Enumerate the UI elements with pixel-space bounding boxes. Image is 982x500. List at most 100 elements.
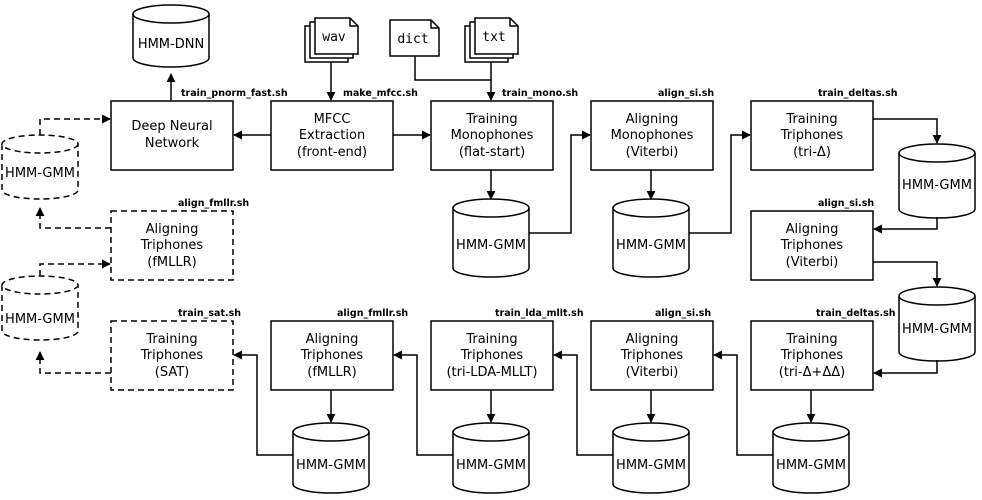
hmm-gmm-cylinder-tri-delta [898, 143, 976, 219]
tri-delta-line-1: Training [785, 112, 837, 127]
align-tri1-line-2: Triphones [780, 238, 844, 253]
dashed-connector-arrows [35, 114, 111, 374]
tri-delta-script-label: train_deltas.sh [818, 88, 898, 99]
align-tri2-line-3: (Viterbi) [626, 365, 679, 380]
align-fmllr-a-line-2: Triphones [140, 238, 204, 253]
dict-label: dict [397, 32, 428, 47]
hmm-gmm-cylinder-mono [452, 198, 530, 278]
align-tri1-box [750, 210, 874, 281]
align-fmllr-b-script-label: align_fmllr.sh [337, 308, 408, 319]
hmm-gmm-label: HMM-GMM [456, 238, 526, 253]
dnn-script-label: train_pnorm_fast.sh [181, 88, 288, 99]
sat-line-2: Triphones [140, 348, 204, 363]
align-fmllr-b-line-2: Triphones [300, 348, 364, 363]
align-tri1-script-label: align_si.sh [818, 198, 874, 209]
align-tri1-line-3: (Viterbi) [786, 255, 839, 270]
align-fmllr-b-line-3: (fMLLR) [307, 365, 356, 380]
hmm-gmm-label: HMM-GMM [902, 178, 972, 193]
sat-line-3: (SAT) [155, 365, 189, 380]
hmm-gmm-label: HMM-GMM [456, 458, 526, 473]
align-fmllr-a-script-label: align_fmllr.sh [178, 198, 249, 209]
dnn-line-2: Network [145, 136, 200, 151]
tri-delta-box [750, 100, 874, 171]
hmm-gmm-label: HMM-GMM [296, 458, 366, 473]
tri-dd-line-3: (tri-Δ+ΔΔ) [779, 365, 845, 380]
gmm-to-align-tri1-arrow [873, 217, 938, 234]
gmm-to-dnn-dashed-arrow [39, 114, 111, 135]
align-fmllr-a-line-3: (fMLLR) [147, 255, 196, 270]
wav-document-icon [304, 17, 359, 63]
mono-script-label: train_mono.sh [502, 88, 578, 99]
align-mono-script-label: align_si.sh [658, 88, 714, 99]
tri-delta-line-2: Triphones [780, 128, 844, 143]
gmm-to-tri-dd-arrow [873, 360, 938, 378]
dict-connector [414, 56, 491, 81]
mono-box [430, 100, 554, 171]
wav-label: wav [322, 30, 346, 45]
gmm-to-align-mono-arrow [529, 130, 591, 234]
align-fmllr-a-box [110, 210, 234, 281]
gmm-to-align-fmllr-a-dashed-arrow [39, 259, 111, 276]
txt-label: txt [482, 30, 505, 45]
hmm-gmm-cylinder-align-tri2 [612, 422, 690, 494]
dnn-line-1: Deep Neural [131, 119, 212, 134]
sat-box [110, 320, 234, 391]
align-tri2-box [590, 320, 714, 391]
hmm-gmm-cylinder-tri-dd [772, 422, 850, 494]
align-tri1-line-1: Aligning [786, 222, 839, 237]
mfcc-line-1: MFCC [314, 112, 351, 127]
sat-line-1: Training [145, 332, 197, 347]
gmm-to-align-fmllr-b-arrow [393, 350, 453, 456]
lda-line-2: Triphones [460, 348, 524, 363]
sat-script-label: train_sat.sh [178, 308, 241, 319]
txt-document-icon [464, 17, 519, 63]
hmm-gmm-cylinder-dashed-1 [1, 134, 79, 200]
hmm-gmm-label: HMM-GMM [902, 322, 972, 337]
tri-dd-line-2: Triphones [780, 348, 844, 363]
hmm-gmm-label: HMM-GMM [5, 166, 75, 181]
tri-delta-to-gmm-arrow [873, 118, 942, 144]
align-fmllr-b-box [270, 320, 394, 391]
hmm-gmm-cylinder-align-tri1 [898, 286, 976, 362]
hmm-gmm-label: HMM-GMM [776, 458, 846, 473]
align-fmllr-b-line-1: Aligning [306, 332, 359, 347]
align-fmllr-a-to-gmm-dashed-arrow [35, 207, 111, 229]
hmm-gmm-label: HMM-GMM [616, 458, 686, 473]
connector-arrows [166, 56, 942, 456]
mono-line-3: (flat-start) [459, 145, 525, 160]
align-mono-box [590, 100, 714, 171]
gmm-to-align-tri2-arrow [713, 350, 773, 456]
mfcc-line-3: (front-end) [297, 145, 367, 160]
hmm-dnn-cylinder [132, 4, 210, 68]
hmm-gmm-cylinder-align-fmllr [292, 422, 370, 494]
align-mono-line-1: Aligning [626, 112, 679, 127]
mono-line-1: Training [465, 112, 517, 127]
hmm-gmm-label: HMM-GMM [5, 312, 75, 327]
mfcc-box [270, 100, 394, 171]
align-tri1-to-gmm-arrow [873, 261, 942, 287]
dnn-box [110, 100, 234, 171]
lda-line-3: (tri-LDA-MLLT) [446, 365, 537, 380]
align-mono-line-3: (Viterbi) [626, 145, 679, 160]
dict-document-icon [389, 19, 440, 57]
hmm-gmm-cylinder-dashed-2 [1, 275, 79, 341]
mfcc-script-label: make_mfcc.sh [343, 88, 418, 99]
tri-dd-box [750, 320, 874, 391]
gmm-to-lda-arrow [553, 350, 613, 456]
gmm-to-sat-arrow [233, 350, 293, 456]
lda-box [430, 320, 554, 391]
gmm-to-tri-delta-arrow [689, 130, 751, 234]
hmm-gmm-cylinder-lda [452, 422, 530, 494]
align-tri2-script-label: align_si.sh [655, 308, 711, 319]
sat-to-gmm-dashed-arrow [35, 351, 111, 374]
align-tri2-line-1: Aligning [626, 332, 679, 347]
align-fmllr-a-line-1: Aligning [146, 222, 199, 237]
tri-dd-line-1: Training [785, 332, 837, 347]
lda-line-1: Training [465, 332, 517, 347]
align-tri2-line-2: Triphones [620, 348, 684, 363]
align-mono-line-2: Monophones [611, 128, 694, 143]
mono-line-2: Monophones [451, 128, 534, 143]
lda-script-label: train_lda_mllt.sh [495, 308, 584, 319]
